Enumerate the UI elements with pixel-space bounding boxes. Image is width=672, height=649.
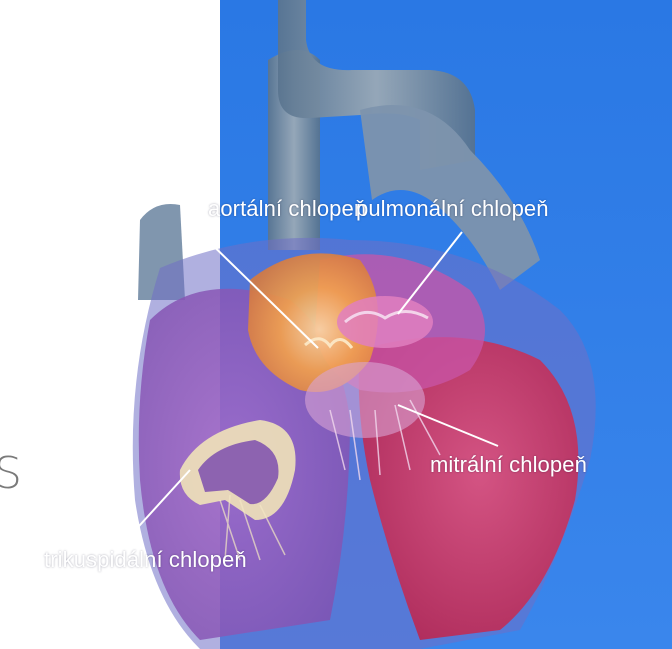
aortic-valve-label: aortální chlopeň	[208, 196, 366, 222]
pulmonary-valve	[337, 296, 433, 348]
cropped-edge-letter: S	[0, 452, 22, 496]
pulmonary-valve-label: pulmonální chlopeň	[356, 196, 549, 222]
mitral-valve	[305, 362, 425, 438]
mitral-valve-label: mitrální chlopeň	[430, 452, 587, 478]
tricuspid-valve-label: trikuspidální chlopeň	[44, 547, 247, 573]
